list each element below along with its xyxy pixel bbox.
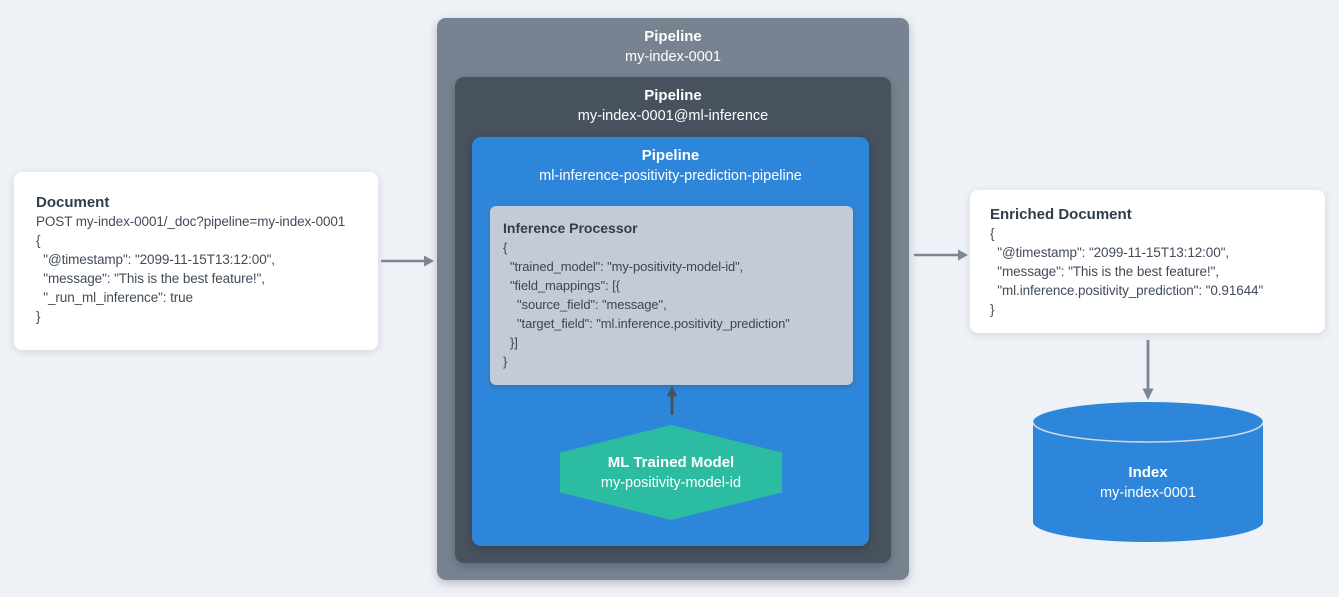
enriched-document-title: Enriched Document [990,206,1132,223]
ml-trained-model-name: my-positivity-model-id [600,474,742,491]
arrow-model-to-processor [666,386,678,415]
index-title: Index [1128,464,1168,481]
document-card: Document POST my-index-0001/_doc?pipelin… [14,172,378,350]
arrow-enriched-document-to-index [1142,340,1154,400]
document-code-line: "@timestamp": "2099-11-15T13:12:00", [36,252,275,267]
inference-processor-title: Inference Processor [503,220,638,236]
arrow-document-to-pipeline [381,255,434,267]
processor-code-line: }] [503,335,518,350]
document-code-line: "_run_ml_inference": true [36,290,193,305]
arrow-pipeline-to-enriched-document [914,249,968,261]
ml-pipeline-title: Pipeline [641,147,700,164]
pipeline-outer-name: my-index-0001 [625,49,721,65]
processor-code-line: { [503,240,508,255]
enriched-code-line: } [990,302,995,317]
ml-pipeline-name: ml-inference-positivity-prediction-pipel… [539,168,802,184]
pipeline-inner-box: Pipeline my-index-0001@ml-inference Pipe… [455,77,891,563]
pipeline-inner-name: my-index-0001@ml-inference [577,108,769,124]
document-code-line: POST my-index-0001/_doc?pipeline=my-inde… [36,214,346,229]
processor-code-line: "target_field": "ml.inference.positivity… [503,316,790,331]
enriched-code-line: "ml.inference.positivity_prediction": "0… [990,283,1264,298]
enriched-document-card: Enriched Document { "@timestamp": "2099-… [970,190,1325,333]
inference-processor-box: Inference Processor { "trained_model": "… [490,206,853,385]
enriched-code-line: { [990,226,995,241]
index-label: Index my-index-0001 [1033,402,1263,542]
pipeline-outer-title: Pipeline [644,28,702,45]
processor-code-line: "field_mappings": [{ [503,278,620,293]
document-code-line: } [36,309,41,324]
enriched-code-line: "message": "This is the best feature!", [990,264,1219,279]
ml-trained-model-hexagon: ML Trained Model my-positivity-model-id [560,425,782,520]
index-cylinder: Index my-index-0001 [1032,402,1264,542]
processor-code-line: "source_field": "message", [503,297,667,312]
document-card-title: Document [36,194,110,211]
ml-inference-pipeline-box: Pipeline ml-inference-positivity-predict… [472,137,869,546]
processor-code-line: "trained_model": "my-positivity-model-id… [503,259,744,274]
index-name: my-index-0001 [1100,485,1196,501]
pipeline-inner-title: Pipeline [644,87,702,104]
cylinder-shape-icon [1032,402,1264,542]
pipeline-outer-box: Pipeline my-index-0001 Pipeline my-index… [437,18,909,580]
document-code-line: "message": "This is the best feature!", [36,271,265,286]
document-code-line: { [36,233,41,248]
processor-code-line: } [503,354,508,369]
enriched-code-line: "@timestamp": "2099-11-15T13:12:00", [990,245,1229,260]
ml-trained-model-title: ML Trained Model [607,453,735,471]
